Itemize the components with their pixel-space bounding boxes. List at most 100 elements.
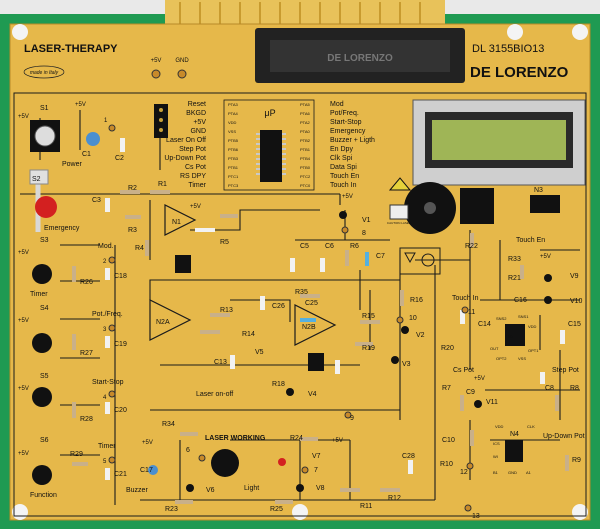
label-plus5v-s4: +5V bbox=[18, 318, 29, 324]
mcu-label-data-spi: Data Spi bbox=[330, 164, 357, 171]
label-sns1: SNS1 bbox=[518, 314, 529, 319]
svg-text:PTC2: PTC2 bbox=[300, 174, 311, 179]
label-tp5: 5 bbox=[103, 459, 107, 465]
cap-c17 bbox=[148, 465, 158, 475]
label-c10: C10 bbox=[442, 437, 455, 444]
socket-gnd[interactable] bbox=[177, 69, 187, 79]
label-step-pot: Step Pot bbox=[552, 367, 579, 374]
buzzer-component bbox=[211, 449, 239, 477]
label-s2: S2 bbox=[32, 176, 41, 183]
svg-text:VSS: VSS bbox=[228, 129, 236, 134]
label-tp9: 9 bbox=[350, 415, 354, 422]
ic-n3-chip bbox=[505, 324, 525, 346]
laser-aperture-icon bbox=[424, 202, 436, 214]
svg-text:VDD: VDD bbox=[228, 120, 237, 125]
label-plus5v-c1: +5V bbox=[75, 102, 86, 108]
label-light: Light bbox=[244, 485, 259, 492]
mcu-label-reset: Reset bbox=[188, 101, 206, 108]
svg-text:PTB3: PTB3 bbox=[228, 156, 239, 161]
label-c3: C3 bbox=[92, 197, 101, 204]
svg-text:PTB6: PTB6 bbox=[228, 147, 239, 152]
emergency-button[interactable] bbox=[35, 196, 57, 218]
brand-logo: DE LORENZO bbox=[470, 64, 569, 81]
ic-n1-chip bbox=[175, 255, 191, 273]
label-s1: S1 bbox=[40, 105, 49, 112]
mcu-label-en-dpy: En Dpy bbox=[330, 146, 353, 153]
label-buzzer: Buzzer bbox=[126, 487, 148, 494]
mcu-chip-label: μP bbox=[264, 108, 275, 118]
mcu-label-start-stop: Start-Stop bbox=[330, 119, 362, 126]
start-stop-button[interactable] bbox=[32, 387, 52, 407]
model-code: DL 3155BIO13 bbox=[472, 43, 544, 55]
label-r23: R23 bbox=[165, 506, 178, 513]
label-c13: C13 bbox=[214, 359, 227, 366]
mcu-label-touch-in: Touch In bbox=[330, 182, 357, 189]
label-n4: N4 bbox=[510, 431, 519, 438]
touch-sensor-pad[interactable] bbox=[460, 188, 494, 224]
label-r21: R21 bbox=[508, 275, 521, 282]
label-tp10: 10 bbox=[409, 315, 417, 322]
function-button[interactable] bbox=[32, 465, 52, 485]
label-r10: R10 bbox=[440, 461, 453, 468]
label-r12: R12 bbox=[388, 495, 401, 502]
label-tp13: 13 bbox=[472, 513, 480, 520]
test-points[interactable] bbox=[108, 124, 474, 512]
label-vdd2: VDD bbox=[495, 424, 504, 429]
mcu-right-labels: Mod Pot/Freq. Start-Stop Emergency Buzze… bbox=[330, 101, 375, 189]
svg-text:PTB1: PTB1 bbox=[300, 147, 311, 152]
label-s4: S4 bbox=[40, 305, 49, 312]
label-plus5v-v9: +5V bbox=[540, 254, 551, 260]
label-pot-freq: Pot./Freq. bbox=[92, 311, 123, 318]
label-r20: R20 bbox=[441, 345, 454, 352]
label-c21: C21 bbox=[114, 471, 127, 478]
label-r25: R25 bbox=[270, 506, 283, 513]
label-tp8: 8 bbox=[362, 230, 366, 237]
mcu-label-timer: Timer bbox=[188, 182, 206, 189]
label-c2: C2 bbox=[115, 155, 124, 162]
label-gnd: GND bbox=[508, 470, 517, 475]
label-plus5v-v7: +5V bbox=[332, 438, 343, 444]
label-emergency: Emergency bbox=[44, 225, 80, 232]
mcu-label-bkgd: BKGD bbox=[186, 110, 206, 117]
key-head-icon bbox=[29, 169, 49, 185]
microcontroller: μP bbox=[223, 99, 315, 191]
mcu-label-step-pot: Step Pot bbox=[179, 146, 206, 153]
made-in-label: made in Italy bbox=[30, 70, 59, 76]
timer-button[interactable] bbox=[32, 264, 52, 284]
label-opt1: OPT1 bbox=[528, 348, 539, 353]
label-tp4: 4 bbox=[103, 395, 107, 401]
svg-text:PTA2: PTA2 bbox=[300, 120, 310, 125]
label-r14: R14 bbox=[242, 331, 255, 338]
connector-insert bbox=[270, 40, 450, 72]
cap-c1 bbox=[86, 132, 100, 146]
laser-warning-label bbox=[389, 204, 409, 220]
pot-freq-button[interactable] bbox=[32, 333, 52, 353]
label-n2b: N2B bbox=[302, 324, 316, 331]
mount-hole bbox=[292, 504, 308, 520]
label-tp7: 7 bbox=[314, 467, 318, 474]
caution-label: CAUTION LASER bbox=[387, 221, 412, 225]
label-laser-on-off: Laser on-off bbox=[196, 391, 233, 398]
passive-components bbox=[72, 190, 569, 504]
label-v10: V10 bbox=[570, 298, 583, 305]
label-r33: R33 bbox=[508, 256, 521, 263]
label-r24: R24 bbox=[290, 435, 303, 442]
board-title: LASER-THERAPY bbox=[24, 43, 118, 55]
opamp-n2b bbox=[294, 304, 337, 346]
label-r18: R18 bbox=[272, 381, 285, 388]
label-c8: C8 bbox=[545, 385, 554, 392]
socket-5v[interactable] bbox=[151, 69, 161, 79]
dip-switch-n3[interactable] bbox=[530, 195, 560, 213]
label-v9: V9 bbox=[570, 273, 579, 280]
made-in-badge bbox=[23, 65, 65, 79]
label-r4: R4 bbox=[135, 245, 144, 252]
label-plus5v-v11: +5V bbox=[474, 376, 485, 382]
pin-5v-label: +5V bbox=[151, 58, 162, 64]
debug-header[interactable] bbox=[154, 104, 168, 138]
svg-text:PTA5: PTA5 bbox=[300, 102, 310, 107]
svg-text:PTB2: PTB2 bbox=[300, 138, 311, 143]
label-s5: S5 bbox=[40, 373, 49, 380]
svg-text:PTC0: PTC0 bbox=[300, 183, 311, 188]
label-r19: R19 bbox=[362, 345, 375, 352]
